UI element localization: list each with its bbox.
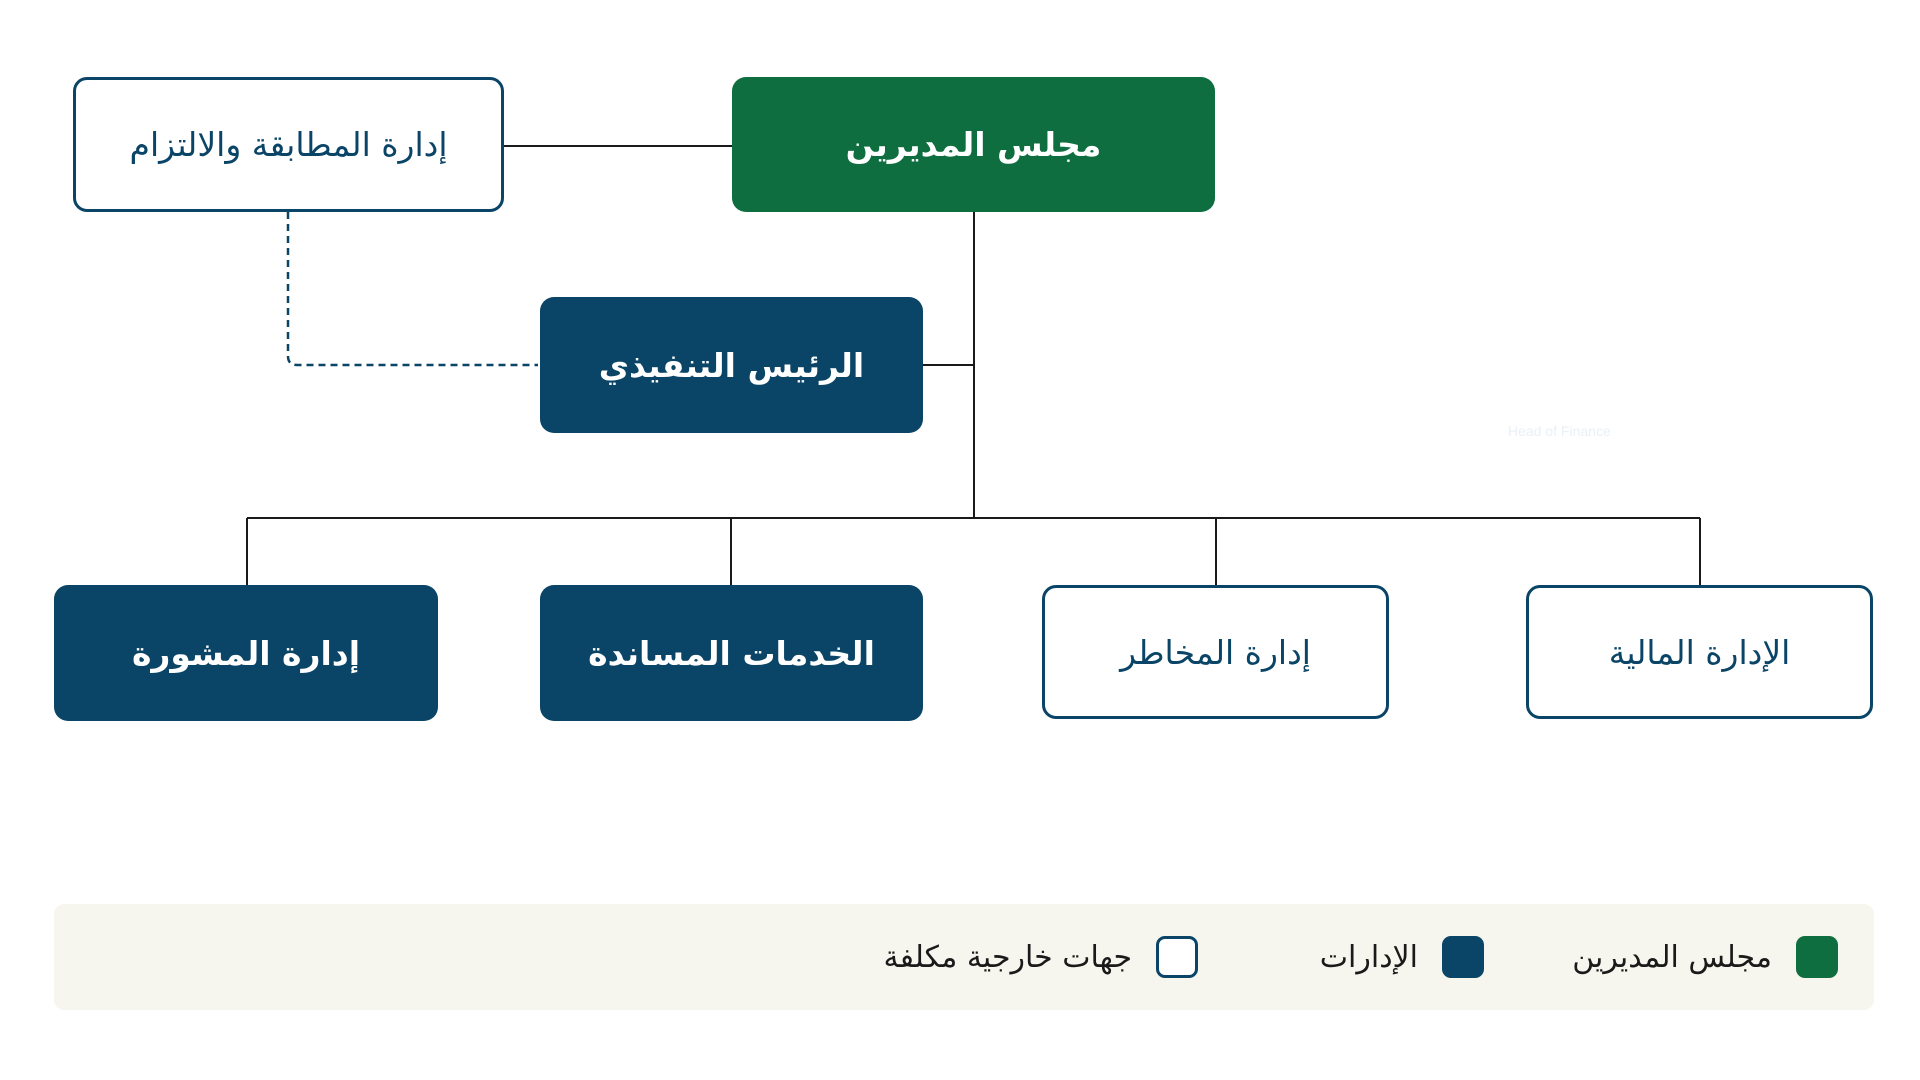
node-support-services-label: الخدمات المساندة [588,633,875,673]
node-compliance-label: إدارة المطابقة والالتزام [129,125,448,164]
node-board-of-directors[interactable]: مجلس المديرين [732,77,1215,212]
legend-swatch-departments [1442,936,1484,978]
node-ceo-label: الرئيس التنفيذي [598,345,865,385]
legend-swatch-board [1796,936,1838,978]
node-compliance[interactable]: إدارة المطابقة والالتزام [73,77,504,212]
node-finance-label: الإدارة المالية [1608,632,1791,672]
legend-label-board: مجلس المديرين [1572,939,1772,975]
legend-item-board: مجلس المديرين [1572,904,1838,1010]
legend-item-departments: الإدارات [1320,904,1484,1010]
node-support-services[interactable]: الخدمات المساندة [540,585,923,721]
node-board-of-directors-label: مجلس المديرين [845,125,1102,164]
node-risk-label: إدارة المخاطر [1120,632,1311,672]
legend-label-departments: الإدارات [1319,939,1418,975]
node-ceo[interactable]: الرئيس التنفيذي [540,297,923,433]
legend-item-external: جهات خارجية مكلفة [883,904,1198,1010]
node-advisory-label: إدارة المشورة [131,633,361,673]
ghost-label: Head of Finance [1508,423,1611,439]
node-advisory[interactable]: إدارة المشورة [54,585,438,721]
legend-label-external: جهات خارجية مكلفة [883,939,1132,975]
legend: مجلس المديرين الإدارات جهات خارجية مكلفة [54,904,1874,1010]
node-finance[interactable]: الإدارة المالية [1526,585,1873,719]
connector-dashed-compliance-ceo [286,212,538,367]
node-risk[interactable]: إدارة المخاطر [1042,585,1389,719]
legend-swatch-external [1156,936,1198,978]
